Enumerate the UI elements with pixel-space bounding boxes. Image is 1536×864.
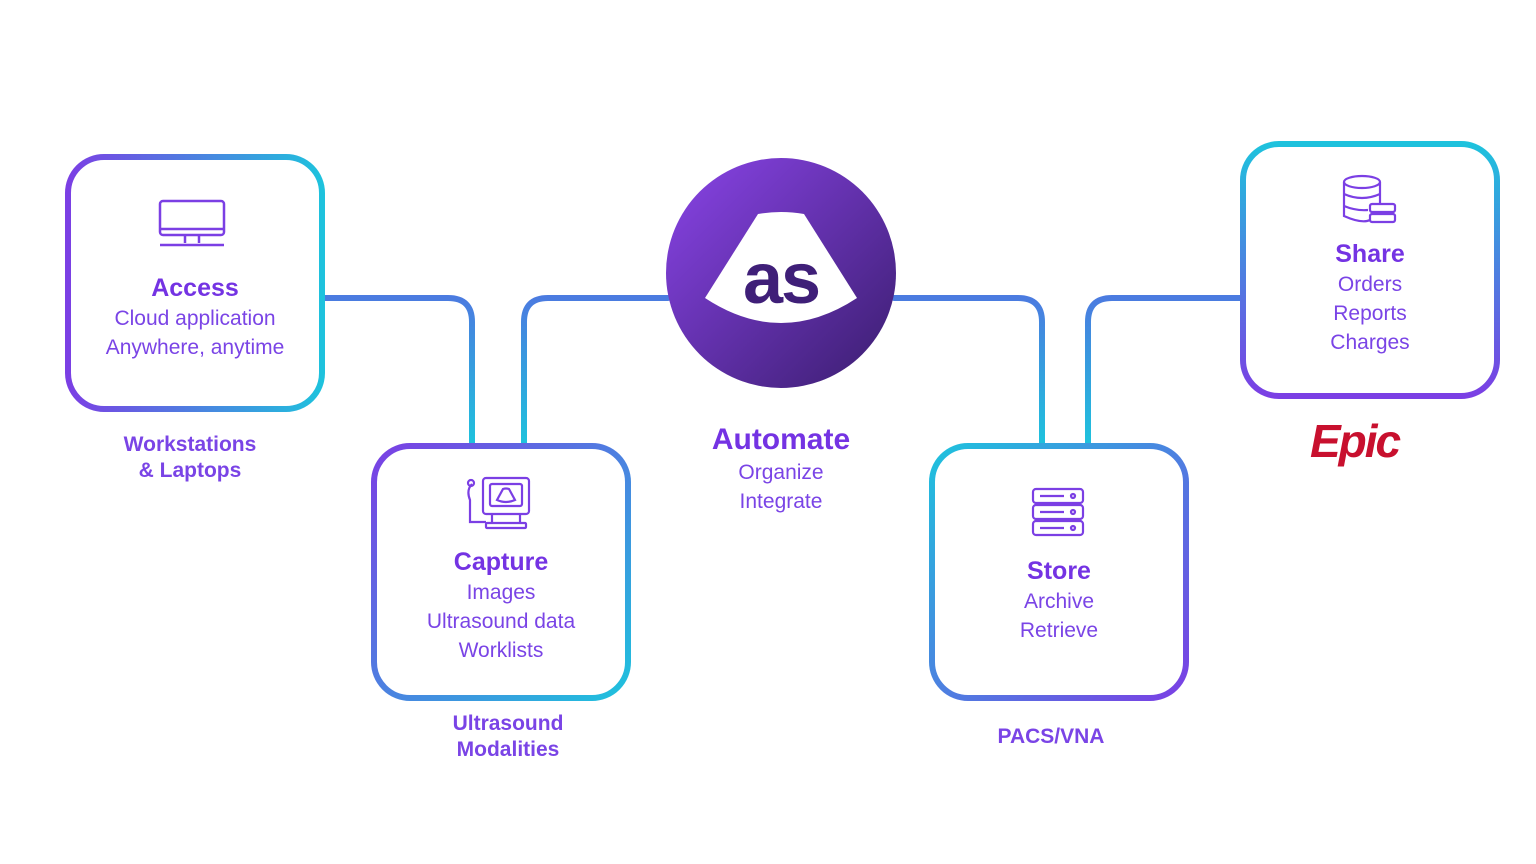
store-title: Store [1027, 557, 1091, 585]
capture-caption: Ultrasound Modalities [398, 711, 618, 763]
share-box [1240, 141, 1500, 399]
capture-text: Capture Images Ultrasound data Worklists [374, 546, 628, 665]
store-caption-line-1: PACS/VNA [997, 725, 1105, 748]
capture-title: Capture [453, 548, 549, 576]
capture-line-3: Worklists [458, 639, 544, 662]
share-line-3: Charges [1330, 331, 1410, 354]
share-line-1: Orders [1337, 273, 1403, 296]
store-box [929, 443, 1189, 701]
center-logo-text: as [743, 239, 819, 319]
automate-line-2: Integrate [739, 490, 823, 513]
access-caption-line-2: & Laptops [138, 459, 242, 482]
capture-line-1: Images [466, 581, 536, 604]
automate-line-1: Organize [738, 461, 824, 484]
ultrasound-machine-icon [466, 476, 531, 530]
access-box [65, 154, 325, 412]
access-caption: Workstations & Laptops [80, 432, 300, 484]
capture-line-2: Ultrasound data [426, 610, 576, 633]
store-line-1: Archive [1023, 590, 1095, 613]
capture-box [371, 443, 631, 701]
capture-caption-line-1: Ultrasound [452, 712, 564, 735]
connector-capture-center [521, 295, 671, 446]
store-line-2: Retrieve [1019, 619, 1099, 642]
connector-share-store [1085, 295, 1247, 446]
access-text: Access Cloud application Anywhere, anyti… [68, 272, 322, 362]
database-icon [1342, 174, 1397, 224]
share-line-2: Reports [1333, 302, 1407, 325]
access-title: Access [151, 274, 239, 302]
automate-text: Automate Organize Integrate [661, 422, 901, 516]
store-text: Store Archive Retrieve [932, 555, 1186, 645]
epic-logo: Epic [1310, 415, 1401, 467]
monitor-icon [158, 199, 226, 247]
share-title: Share [1335, 240, 1405, 268]
share-text: Share Orders Reports Charges [1243, 238, 1497, 357]
server-icon [1031, 487, 1085, 537]
store-caption: PACS/VNA [941, 724, 1161, 750]
capture-caption-line-2: Modalities [456, 738, 560, 761]
access-line-1: Cloud application [114, 307, 276, 330]
ultrasound-fan-shape [705, 212, 857, 323]
connector-access-capture [319, 295, 475, 446]
connector-center-store [891, 295, 1045, 446]
access-line-2: Anywhere, anytime [105, 336, 285, 359]
access-caption-line-1: Workstations [123, 433, 257, 456]
automate-title: Automate [711, 423, 851, 456]
